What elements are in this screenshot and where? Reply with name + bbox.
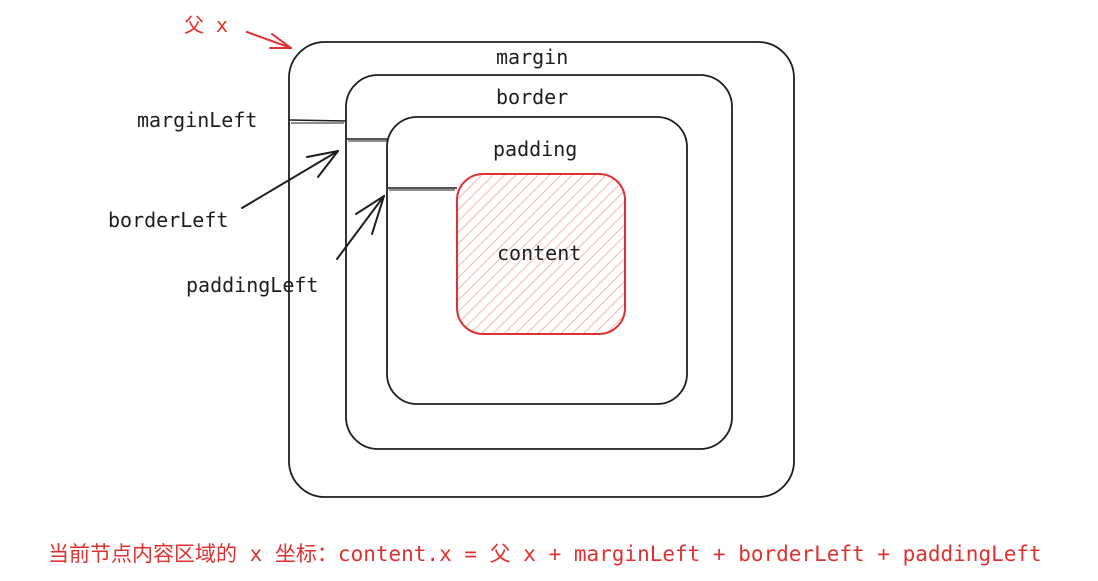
padding-left-arrow — [336, 195, 385, 260]
padding-label: padding — [493, 137, 578, 161]
padding-left-label: paddingLeft — [186, 273, 319, 297]
margin-left-label: marginLeft — [137, 108, 258, 132]
content-box — [456, 173, 626, 335]
margin-box — [288, 41, 795, 498]
border-box — [345, 74, 733, 450]
content-label: content — [497, 241, 582, 265]
parent-x-label: 父 x — [184, 13, 229, 37]
margin-left-segment — [289, 119, 347, 122]
parent-x-arrow — [246, 31, 292, 49]
border-label: border — [496, 85, 569, 109]
border-left-arrow — [241, 150, 339, 209]
padding-box — [386, 116, 688, 405]
border-left-label: borderLeft — [108, 208, 229, 232]
formula-caption: 当前节点内容区域的 x 坐标：content.x = 父 x + marginL… — [48, 542, 1042, 566]
margin-label: margin — [496, 45, 569, 69]
